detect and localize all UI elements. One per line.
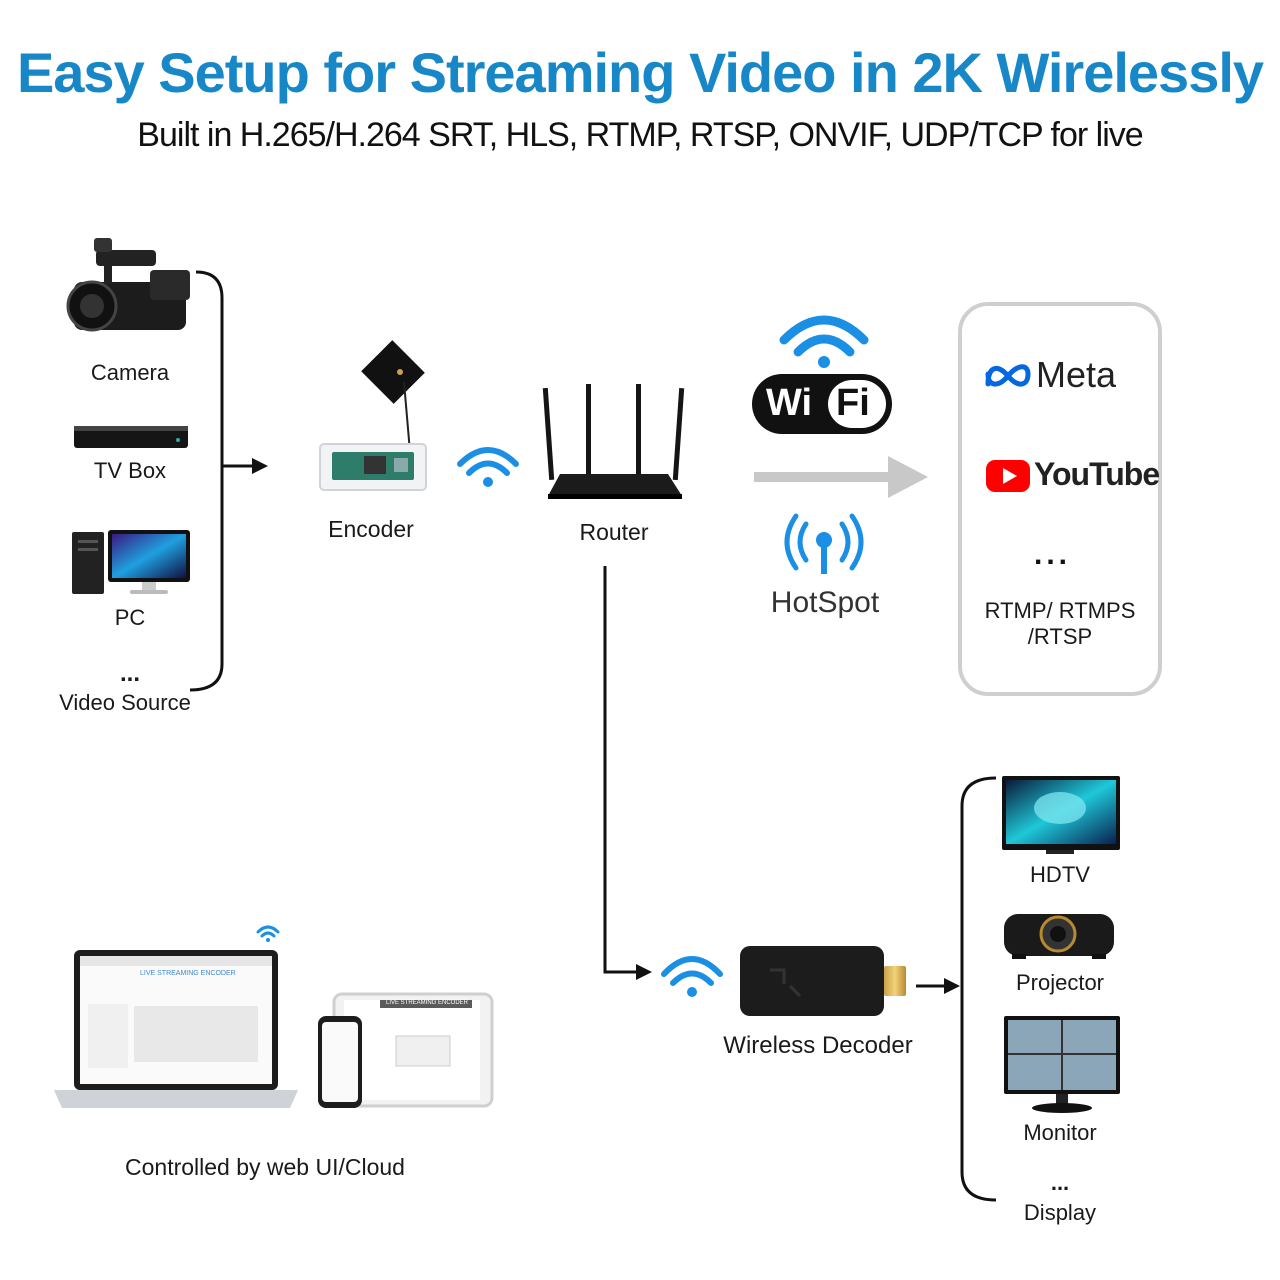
display-generic-label: Display xyxy=(1023,1200,1097,1225)
tablet-screen-title: LIVE STREAMING ENCODER xyxy=(386,1000,469,1006)
wifi-logo-wi: Wi xyxy=(766,382,813,424)
source-tvbox-label: TV Box xyxy=(93,458,167,483)
wifi-icon-large xyxy=(779,315,869,368)
hotspot-icon xyxy=(784,513,864,574)
projector-icon xyxy=(1004,914,1114,959)
encoder-label: Encoder xyxy=(328,516,414,542)
youtube-label: YouTube xyxy=(1034,456,1160,492)
tv-box-icon xyxy=(74,426,188,448)
hotspot-label: HotSpot xyxy=(770,586,880,619)
page-subtitle: Built in H.265/H.264 SRT, HLS, RTMP, RTS… xyxy=(137,116,1143,154)
wifi-logo xyxy=(752,374,892,434)
tablet-icon xyxy=(332,992,494,1108)
router-label: Router xyxy=(579,519,649,545)
sources-bracket xyxy=(189,270,224,692)
protocols-line2: /RTSP xyxy=(1027,624,1093,649)
arrow-decoder-to-displays xyxy=(916,978,960,994)
laptop-icon xyxy=(54,950,298,1108)
displays-bracket xyxy=(960,776,997,1202)
phone-icon xyxy=(318,1016,362,1108)
source-camera-label: Camera xyxy=(90,360,170,385)
meta-label: Meta xyxy=(1036,354,1117,395)
display-monitor-label: Monitor xyxy=(1023,1120,1097,1145)
pc-icon xyxy=(72,530,190,594)
camera-icon xyxy=(66,238,190,332)
protocols-line1: RTMP/ RTMPS xyxy=(984,598,1136,623)
display-ellipsis: ... xyxy=(1050,1170,1070,1195)
monitor-icon xyxy=(1004,1016,1120,1113)
wireless-decoder-icon xyxy=(740,946,906,1016)
services-ellipsis: ... xyxy=(1034,538,1072,571)
wifi-logo-fi: Fi xyxy=(836,382,870,424)
source-ellipsis: ... xyxy=(119,660,140,687)
router-icon xyxy=(542,384,685,499)
wifi-icon-encoder xyxy=(457,447,519,487)
source-pc-label: PC xyxy=(114,605,146,630)
wireless-decoder-label: Wireless Decoder xyxy=(723,1032,913,1059)
encoder-device-icon xyxy=(319,340,427,491)
laptop-screen-title: LIVE STREAMING ENCODER xyxy=(140,970,236,977)
arrow-router-to-services xyxy=(754,456,928,498)
display-hdtv-label: HDTV xyxy=(1030,862,1090,887)
arrow-sources-to-encoder xyxy=(222,458,268,474)
youtube-icon xyxy=(986,460,1030,492)
display-projector-label: Projector xyxy=(1015,970,1105,995)
hdtv-icon xyxy=(1002,776,1120,854)
arrow-router-to-decoder xyxy=(603,566,652,980)
control-caption: Controlled by web UI/Cloud xyxy=(125,1154,405,1180)
meta-icon xyxy=(985,364,1031,387)
page-title: Easy Setup for Streaming Video in 2K Wir… xyxy=(16,41,1264,104)
wifi-icon-decoder xyxy=(661,956,723,997)
source-video-label: Video Source xyxy=(59,690,191,715)
wifi-icon-laptop xyxy=(256,925,280,942)
